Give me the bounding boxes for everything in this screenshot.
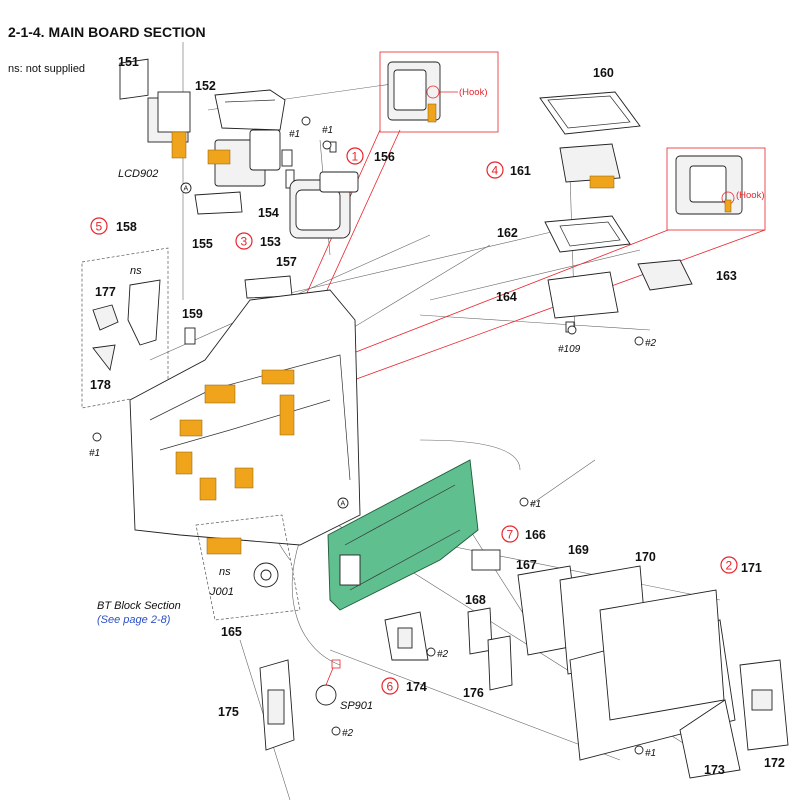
part-viewfinder-block (207, 129, 293, 187)
screws (92, 116, 644, 755)
step-marker-4: 4 (486, 161, 504, 179)
svg-text:3: 3 (241, 235, 248, 249)
screw-labels: #1 #1 #1 #1 #1 #2 #2 #2 #109 (89, 125, 657, 759)
label-171: 171 (741, 561, 762, 575)
screw-label-109: #109 (558, 344, 581, 355)
guide-lines (149, 42, 721, 800)
label-173: 173 (704, 763, 725, 777)
label-166: 166 (525, 528, 546, 542)
svg-text:2: 2 (726, 559, 733, 573)
part-166-main-board (327, 459, 479, 611)
part-172-plate (739, 659, 789, 751)
label-151: 151 (118, 55, 139, 69)
screw-label-1c: #1 (89, 448, 100, 459)
svg-text:A: A (184, 186, 189, 193)
label-170: 170 (635, 550, 656, 564)
label-176: 176 (463, 686, 484, 700)
step-marker-6: 6 (381, 677, 399, 695)
label-168: 168 (465, 593, 486, 607)
part-173-sheet (679, 699, 741, 779)
label-174: 174 (406, 680, 427, 694)
part-151-lcd (119, 58, 191, 159)
screw-label-1d: #1 (530, 499, 541, 510)
svg-text:6: 6 (387, 680, 394, 694)
step-marker-2: 2 (720, 556, 738, 574)
label-155: 155 (192, 237, 213, 251)
part-160-glass (539, 91, 641, 135)
label-159: 159 (182, 307, 203, 321)
label-167: 167 (516, 558, 537, 572)
label-157: 157 (276, 255, 297, 269)
part-number-labels: 151 152 153 154 155 156 157 158 159 160 … (90, 55, 785, 777)
screw-label-1e: #1 (645, 748, 656, 759)
screw-label-2b: #2 (437, 649, 449, 660)
screw-label-2c: #2 (342, 728, 354, 739)
label-162: 162 (497, 226, 518, 240)
section-title: 2-1-4. MAIN BOARD SECTION (8, 24, 206, 40)
label-164: 164 (496, 290, 517, 304)
bt-block-label: BT Block Section (97, 600, 181, 612)
hook-inset-1 (379, 51, 499, 133)
part-167-pad (471, 549, 501, 571)
step-marker-3: 3 (235, 232, 253, 250)
label-sp901: SP901 (340, 700, 373, 712)
part-163-cover (637, 259, 693, 291)
screw-label-1b: #1 (322, 125, 333, 136)
label-169: 169 (568, 543, 589, 557)
label-163: 163 (716, 269, 737, 283)
svg-text:5: 5 (96, 220, 103, 234)
marker-a-2: A (337, 497, 349, 509)
not-supplied-note: ns: not supplied (8, 63, 85, 75)
label-153: 153 (260, 235, 281, 249)
part-174-bracket (384, 611, 429, 661)
label-161: 161 (510, 164, 531, 178)
label-156: 156 (374, 150, 395, 164)
part-152-bracket (214, 89, 286, 131)
label-j001: J001 (209, 586, 234, 598)
label-158: 158 (116, 220, 137, 234)
part-161-sensor-flex (559, 143, 621, 189)
step-marker-7: 7 (501, 525, 519, 543)
label-152: 152 (195, 79, 216, 93)
label-ns-2: ns (219, 566, 231, 578)
label-177: 177 (95, 285, 116, 299)
part-175-block (259, 659, 295, 751)
hook-inset-2 (666, 147, 766, 231)
part-162-frame (544, 215, 631, 253)
hook-label-2: (Hook) (736, 190, 765, 201)
screw-label-1a: #1 (289, 129, 300, 140)
label-160: 160 (593, 66, 614, 80)
label-178: 178 (90, 378, 111, 392)
main-chassis (129, 289, 361, 546)
marker-a-1: A (180, 182, 192, 194)
svg-text:4: 4 (492, 164, 499, 178)
svg-text:1: 1 (352, 150, 359, 164)
hook-label-1: (Hook) (459, 87, 488, 98)
part-171-frame (599, 589, 725, 721)
label-175: 175 (218, 705, 239, 719)
part-165-group (195, 514, 301, 621)
part-159-clip (184, 327, 196, 345)
part-176-sheet (487, 635, 513, 691)
speaker-sp901 (315, 659, 341, 706)
label-165: 165 (221, 625, 242, 639)
part-156-eyepiece (289, 141, 359, 239)
step-marker-5: 5 (90, 217, 108, 235)
label-lcd902: LCD902 (118, 168, 158, 180)
label-172: 172 (764, 756, 785, 770)
step-marker-1: 1 (346, 147, 364, 165)
reference-labels: LCD902 J001 SP901 ns ns (118, 168, 373, 712)
screw-label-2a: #2 (645, 338, 657, 349)
part-157-sheet (244, 275, 293, 299)
label-ns-1: ns (130, 265, 142, 277)
label-154: 154 (258, 206, 279, 220)
part-155-sheet (194, 191, 243, 215)
svg-text:7: 7 (507, 528, 514, 542)
part-164-mount (547, 271, 619, 333)
bt-block-page-link[interactable]: (See page 2-8) (97, 614, 171, 626)
svg-text:A: A (341, 501, 346, 508)
